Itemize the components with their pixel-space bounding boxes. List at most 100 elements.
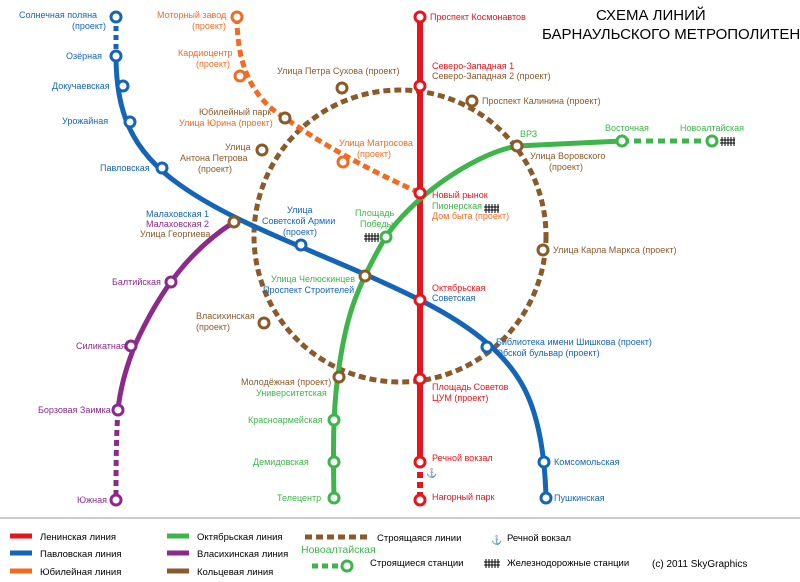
label-oktyabrskaya: Октябрьская <box>432 283 486 293</box>
station-demidovskaya[interactable] <box>327 455 341 469</box>
label-karla-marksa: Улица Карла Маркса (проект) <box>553 245 676 255</box>
label-petrova-2: Антона Петрова <box>180 153 247 163</box>
label-solnechnaya-1: Солнечная поляна <box>19 10 97 20</box>
station-urozhaynaya[interactable] <box>123 115 137 129</box>
label-petrova-3: (проект) <box>198 164 232 174</box>
map-title-line1: СХЕМА ЛИНИЙ <box>596 6 706 24</box>
station-yubileyny-park[interactable] <box>278 111 292 125</box>
label-nagorny-park: Нагорный парк <box>432 492 494 502</box>
station-solnechnaya-polyana[interactable] <box>109 10 123 24</box>
pavlovskaya-line <box>113 55 549 499</box>
station-oktyabrskaya[interactable] <box>413 293 427 307</box>
label-prospekt-kalinina: Проспект Калинина (проект) <box>482 96 601 106</box>
label-yuzhnaya: Южная <box>77 495 107 505</box>
station-teletsentr[interactable] <box>327 491 341 505</box>
label-matrosova-1: Улица Матросова <box>339 138 413 148</box>
legend-railway-icon <box>484 559 500 568</box>
label-motorny-2: (проект) <box>192 21 226 31</box>
station-karla-marksa[interactable] <box>536 243 550 257</box>
label-prospekt-kosmonavtov: Проспект Космонавтов <box>430 12 526 22</box>
station-pavlovskaya[interactable] <box>155 161 169 175</box>
vlasikhinskaya-line <box>115 219 236 411</box>
legend-building-lines: Строящаяся линии <box>377 533 461 544</box>
label-teletsentr: Телецентр <box>277 493 321 503</box>
label-kardio-1: Кардиоцентр <box>178 48 233 58</box>
station-chelyuskintsev[interactable] <box>358 269 372 283</box>
yubileynaya-line <box>234 16 422 196</box>
label-malakhovskaya-1: Малаховская 1 <box>146 209 209 219</box>
railway-station-icon <box>484 204 499 213</box>
station-motorny-zavod[interactable] <box>230 10 244 24</box>
legend-vlasikha: Власихинская линия <box>197 549 288 560</box>
station-komsomolskaya[interactable] <box>537 455 551 469</box>
label-ploshchad-sovetov: Площадь Советов <box>432 382 509 392</box>
label-silikatnaya: Силикатная <box>76 341 126 351</box>
station-baltiyskaya[interactable] <box>164 275 178 289</box>
station-biblioteka-shishkova[interactable] <box>480 340 494 354</box>
legend-station-sample <box>340 559 354 573</box>
legend-ring: Кольцевая линия <box>197 567 273 578</box>
label-solnechnaya-2: (проект) <box>72 21 106 31</box>
station-vostochnaya[interactable] <box>615 134 629 148</box>
station-krasnoarmeyskaya[interactable] <box>327 413 341 427</box>
station-pushkinskaya[interactable] <box>539 491 553 505</box>
label-universitetskaya: Университетская <box>256 388 327 398</box>
station-malakhovskaya[interactable] <box>227 215 241 229</box>
station-nagorny-park[interactable] <box>413 493 427 507</box>
anchor-icon: ⚓ <box>426 467 437 478</box>
label-krasnoarmeyskaya: Красноармейская <box>248 415 323 425</box>
label-vlasikhinskaya-2: (проект) <box>196 322 230 332</box>
oktyabrskaya-line <box>330 138 623 499</box>
label-pionerskaya: Пионерская <box>432 201 482 211</box>
station-ozernaya[interactable] <box>109 49 123 63</box>
label-georgieva: Улица Георгиева <box>140 229 210 239</box>
label-demidovskaya: Демидовская <box>253 457 309 467</box>
copyright: (c) 2011 SkyGraphics <box>652 559 747 570</box>
station-silikatnaya[interactable] <box>124 339 138 353</box>
label-vrz: ВРЗ <box>520 129 537 139</box>
station-novoaltayskaya[interactable] <box>705 134 719 148</box>
station-yuzhnaya[interactable] <box>109 493 123 507</box>
label-motorny-1: Моторный завод <box>157 10 227 20</box>
station-sovetskoy-armii[interactable] <box>294 238 308 252</box>
station-antona-petrova[interactable] <box>255 143 269 157</box>
label-chelyuskintsev: Улица Челюскинцев <box>271 274 355 284</box>
station-prospekt-kosmonavtov[interactable] <box>413 10 427 24</box>
label-rechnoy-vokzal: Речной вокзал <box>432 453 493 463</box>
label-novoaltayskaya: Новоалтайская <box>680 123 744 133</box>
label-pavlovskaya: Павловская <box>100 163 150 173</box>
legend-october: Октябрьская линия <box>197 532 283 543</box>
station-ploshchad-pobedy[interactable] <box>379 230 393 244</box>
station-dokuchaevskaya[interactable] <box>116 79 130 93</box>
label-biblioteka: Библиотека имени Шишкова (проект) <box>496 337 652 347</box>
station-molodezhnaya[interactable] <box>332 370 346 384</box>
label-vostochnaya: Восточная <box>605 123 649 133</box>
label-petrova-1: Улица <box>225 142 251 152</box>
station-borzovaya-zaimka[interactable] <box>111 403 125 417</box>
label-komsomolskaya: Комсомольская <box>554 457 620 467</box>
legend-yubiley: Юбилейная линия <box>40 567 121 578</box>
station-rechnoy-vokzal[interactable] <box>413 455 427 469</box>
label-sovetskaya: Советская <box>432 293 476 303</box>
label-kardio-2: (проект) <box>196 59 230 69</box>
station-matrosova[interactable] <box>336 155 350 169</box>
label-ozernaya: Озёрная <box>66 51 102 61</box>
label-pobedy-2: Победы <box>360 219 393 229</box>
station-novy-rynok[interactable] <box>413 186 427 200</box>
label-sov-armii-1: Улица <box>287 205 313 215</box>
station-vlasikhinskaya[interactable] <box>257 316 271 330</box>
station-prospekt-kalinina[interactable] <box>465 94 479 108</box>
station-ploshchad-sovetov[interactable] <box>413 372 427 386</box>
railway-station-icon <box>720 137 735 146</box>
label-sov-armii-2: Советской Армии <box>262 216 335 226</box>
label-severo-zap-1: Северо-Западная 1 <box>432 61 514 71</box>
label-pushkinskaya: Пушкинская <box>554 493 605 503</box>
station-petra-sukhova[interactable] <box>335 81 349 95</box>
station-severo-zapadnaya[interactable] <box>413 79 427 93</box>
legend-lenin: Ленинская линия <box>40 532 116 543</box>
legend-railway-stations: Железнодорожные станции <box>507 558 629 569</box>
station-vrz[interactable] <box>510 139 524 153</box>
label-sov-armii-3: (проект) <box>283 227 317 237</box>
station-kardiotsentr[interactable] <box>233 69 247 83</box>
